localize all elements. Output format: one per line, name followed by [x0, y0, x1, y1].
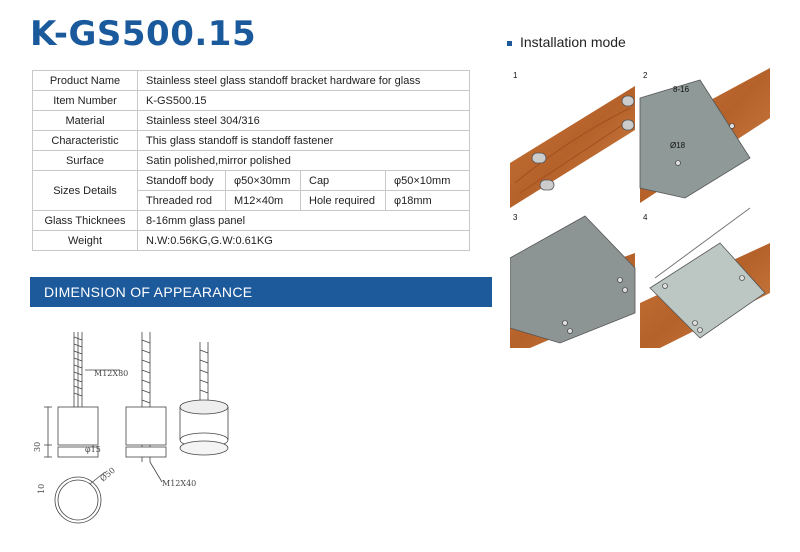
spec-row-sizes-1: Sizes Details Standoff body φ50×30mm Cap… — [32, 170, 471, 211]
spec-label: Characteristic — [32, 130, 138, 151]
rod-length-label: M12X80 — [94, 369, 128, 378]
spec-label: Product Name — [32, 70, 138, 91]
size-cell: M12×40m — [225, 190, 301, 211]
step-number: 1 — [513, 71, 518, 80]
spec-row-glass-thickness: Glass Thicknees 8-16mm glass panel — [32, 210, 471, 231]
hole-annotation: Ø18 — [670, 141, 686, 150]
installation-heading: Installation mode — [507, 34, 626, 50]
step-number: 4 — [643, 213, 648, 222]
size-cell: Cap — [300, 170, 386, 191]
spec-value: 8-16mm glass panel — [136, 210, 471, 231]
spec-value: Satin polished,mirror polished — [136, 150, 471, 171]
step-1-panel: 1 — [510, 68, 635, 210]
specifications-table: Product Name Stainless steel glass stand… — [32, 70, 471, 251]
size-cell: Standoff body — [137, 170, 226, 191]
size-cell: φ18mm — [384, 190, 471, 211]
spec-row-surface: Surface Satin polished,mirror polished — [32, 150, 471, 171]
spec-label: Surface — [32, 150, 138, 171]
spec-row-item-number: Item Number K-GS500.15 — [32, 90, 471, 111]
installation-diagram: 1 2 8-16 Ø18 3 4 — [510, 68, 770, 348]
step-4-panel: 4 — [640, 207, 770, 348]
step-3-panel: 3 — [510, 213, 636, 348]
size-cell: Threaded rod — [137, 190, 226, 211]
standoff-side-view-1 — [44, 332, 120, 524]
spec-value: K-GS500.15 — [136, 90, 471, 111]
spec-row-product-name: Product Name Stainless steel glass stand… — [32, 70, 471, 91]
spec-label: Weight — [32, 230, 138, 251]
standoff-3d-view — [179, 342, 229, 456]
dimension-section-header: DIMENSION OF APPEARANCE — [30, 277, 492, 307]
size-cell: Hole required — [300, 190, 386, 211]
body-height-label: 30 — [33, 442, 42, 452]
spec-label: Glass Thicknees — [32, 210, 138, 231]
standoff-side-view-2 — [125, 332, 167, 483]
size-cell: φ50×10mm — [384, 170, 471, 191]
spec-value: Stainless steel glass standoff bracket h… — [136, 70, 471, 91]
standoff-icon — [531, 95, 635, 191]
spec-value: This glass standoff is standoff fastener — [136, 130, 471, 151]
cap-height-label: 10 — [37, 484, 46, 494]
rod-bottom-label: M12X40 — [162, 479, 196, 488]
spec-row-characteristic: Characteristic This glass standoff is st… — [32, 130, 471, 151]
spec-value: N.W:0.56KG,G.W:0.61KG — [136, 230, 471, 251]
cap-diameter-label: Ø50 — [98, 466, 117, 484]
installation-title: Installation mode — [520, 34, 626, 50]
dimension-drawing: M12X80 M12X40 φ15 30 10 Ø50 — [33, 332, 229, 524]
spec-row-material: Material Stainless steel 304/316 — [32, 110, 471, 131]
thickness-annotation: 8-16 — [673, 85, 690, 94]
size-cell: φ50×30mm — [225, 170, 301, 191]
small-diameter-label: φ15 — [85, 445, 101, 454]
spec-value: Stainless steel 304/316 — [136, 110, 471, 131]
step-number: 2 — [643, 71, 648, 80]
step-2-panel: 2 8-16 Ø18 — [639, 68, 770, 210]
page-title: K-GS500.15 — [30, 14, 257, 54]
bullet-icon — [507, 40, 512, 46]
step-number: 3 — [513, 213, 518, 222]
spec-label: Sizes Details — [32, 170, 138, 211]
spec-label: Material — [32, 110, 138, 131]
spec-label: Item Number — [32, 90, 138, 111]
spec-row-weight: Weight N.W:0.56KG,G.W:0.61KG — [32, 230, 471, 251]
